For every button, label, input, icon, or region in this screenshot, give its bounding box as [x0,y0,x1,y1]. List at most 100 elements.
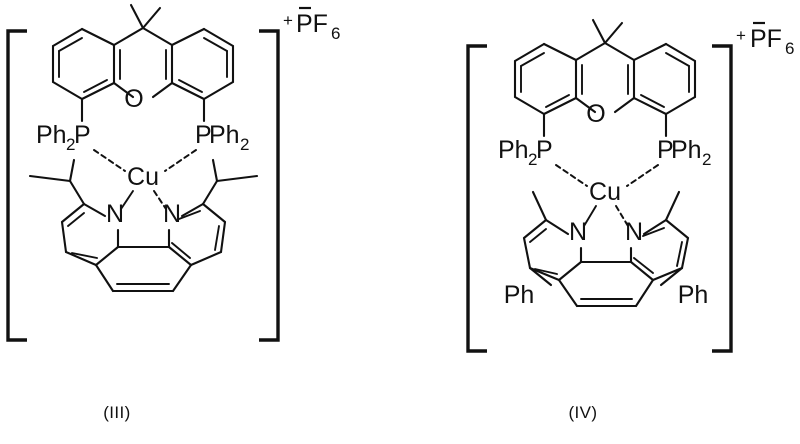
benzoR-b2-IV [664,42,697,63]
benzoL-b2-IV [513,42,546,63]
phosphine-right-main-IV: Ph [671,136,702,164]
benzoL-d3-IV [545,94,570,108]
phenR-b2-IV [664,218,690,240]
isopropyl-right-methyl-up-III [211,158,219,183]
phosphine-left-atom-III: P [74,121,91,149]
phosphine-right-III: P Ph 2 [195,121,249,154]
benzoR-b5-IV [632,96,668,116]
phenL-b4-III [64,250,98,267]
phenL-d1-III [67,212,85,227]
benzoL-b5-III [80,81,116,101]
benzoR-d1-IV [665,52,690,67]
phenL-d2-III [71,252,98,259]
xanthene-core-IV: O [513,18,697,138]
xanthene-core-III: O [51,3,235,123]
phenanthroline-III: N N [60,200,227,293]
benzoL-b4-IV [513,95,546,116]
phosphine-left-subscript-IV: 2 [528,150,537,169]
counterion-formula-III: PF [296,10,328,38]
benzoR-b1-IV [632,42,668,62]
phenL-b2-IV [522,218,548,240]
benzoR-d3-III [178,79,203,93]
phenL-b1-IV [544,218,570,236]
phosphine-right-IV: P Ph 2 [657,136,711,169]
dative-bond-P-Cu-left-III [93,149,126,172]
pyran-bond-c10a-o-III [112,81,135,99]
benzoL-b1-IV [542,42,578,62]
phenR-d1-III [214,225,220,251]
benzoR-b4-III [202,80,235,101]
phenL-b2-III [60,202,86,224]
dative-bond-P-Cu-left-IV [555,164,588,187]
structure-IV: + PF 6 O [466,18,794,422]
phosphine-right-subscript-IV: 2 [702,150,711,169]
ether-oxygen-label-III: O [124,85,143,113]
phenyl-substituent-right-IV: Ph [659,266,708,309]
isopropyl-left-methyl-up-III [68,158,76,183]
phosphine-left-III: Ph 2 P [36,121,91,154]
phenL-b3-IV [522,236,532,270]
methyl-phen-right-IV [664,190,681,222]
phenL-b5-IV [557,260,583,282]
charge-plus-III: + [283,11,293,30]
methyl-bond-right-III [141,6,162,30]
counterion-IV: PF 6 [750,21,794,58]
phenL-d2-IV [534,268,558,275]
phenR-b5-IV [629,260,655,282]
pyran-bond-c9-c8a-IV [574,41,607,62]
phenR-b1-III [180,202,205,218]
pyran-bond-c4a-o-III [151,81,174,99]
phenanthroline-IV: N N [522,218,690,308]
dative-bond-Cu-N-right-IV [615,205,629,227]
phenL-b4-IV [528,266,561,282]
phenR-b4-IV [651,266,684,282]
benzoL-b1-III [80,27,116,47]
benzoR-b4-IV [664,95,697,116]
methyl-bond-left-IV [591,18,607,45]
phenL-b1-III [82,202,107,218]
isopropyl-left-stem-III [68,179,86,206]
benzoR-b2-III [202,27,235,48]
nitrogen-label-left-III: N [106,200,124,228]
bracket-right-III [259,29,280,342]
counterion-III: PF 6 [296,6,340,43]
phosphine-left-IV: Ph 2 P [498,136,553,169]
pyran-bond-c9-c9a-IV [603,41,636,62]
dative-bond-P-Cu-right-III [164,149,197,172]
phenC-b4-III [171,263,193,293]
phosphine-right-atom-III: P [195,121,212,149]
benzoL-d1-IV [520,52,545,67]
benzoR-b5-III [170,81,206,101]
phenC-b4-IV [634,278,655,308]
bond-Cu-N-left-IV [583,205,597,227]
isopropyl-left-III [28,158,86,206]
phosphine-left-atom-IV: P [536,136,553,164]
benzoL-b2-III [51,27,84,48]
phenL-b3-III [60,220,68,254]
phosphine-right-subscript-III: 2 [240,135,249,154]
phenR-imine-double-IV [642,227,665,237]
phenR-b1-IV [642,218,668,236]
methyl-phen-left-IV [531,190,548,222]
structure-III: + PF 6 O [6,3,340,422]
counterion-subscript-III: 6 [331,24,340,43]
benzoR-d1-III [203,37,228,52]
counterion-subscript-IV: 6 [785,39,794,58]
phosphine-left-subscript-III: 2 [66,135,75,154]
isopropyl-left-methyl-side-III [28,174,72,183]
isopropyl-right-methyl-side-III [215,174,259,183]
phenR-d1-IV [676,241,683,267]
ether-oxygen-label-IV: O [586,100,605,128]
methyl-bond-right-IV [603,21,624,45]
pyran-bond-c9-c8a-III [112,26,145,47]
isopropyl-right-III [201,158,259,206]
benzoL-b5-IV [542,96,578,116]
metal-center-label-IV: Cu [589,178,621,206]
phenL-d1-IV [529,228,547,243]
phenyl-substituent-left-IV: Ph [504,266,553,309]
phenR-imine-double-III [178,210,201,220]
benzoR-b1-III [170,27,206,47]
nitrogen-label-right-III: N [163,200,181,228]
pyran-bond-c9-c9a-III [141,26,174,47]
